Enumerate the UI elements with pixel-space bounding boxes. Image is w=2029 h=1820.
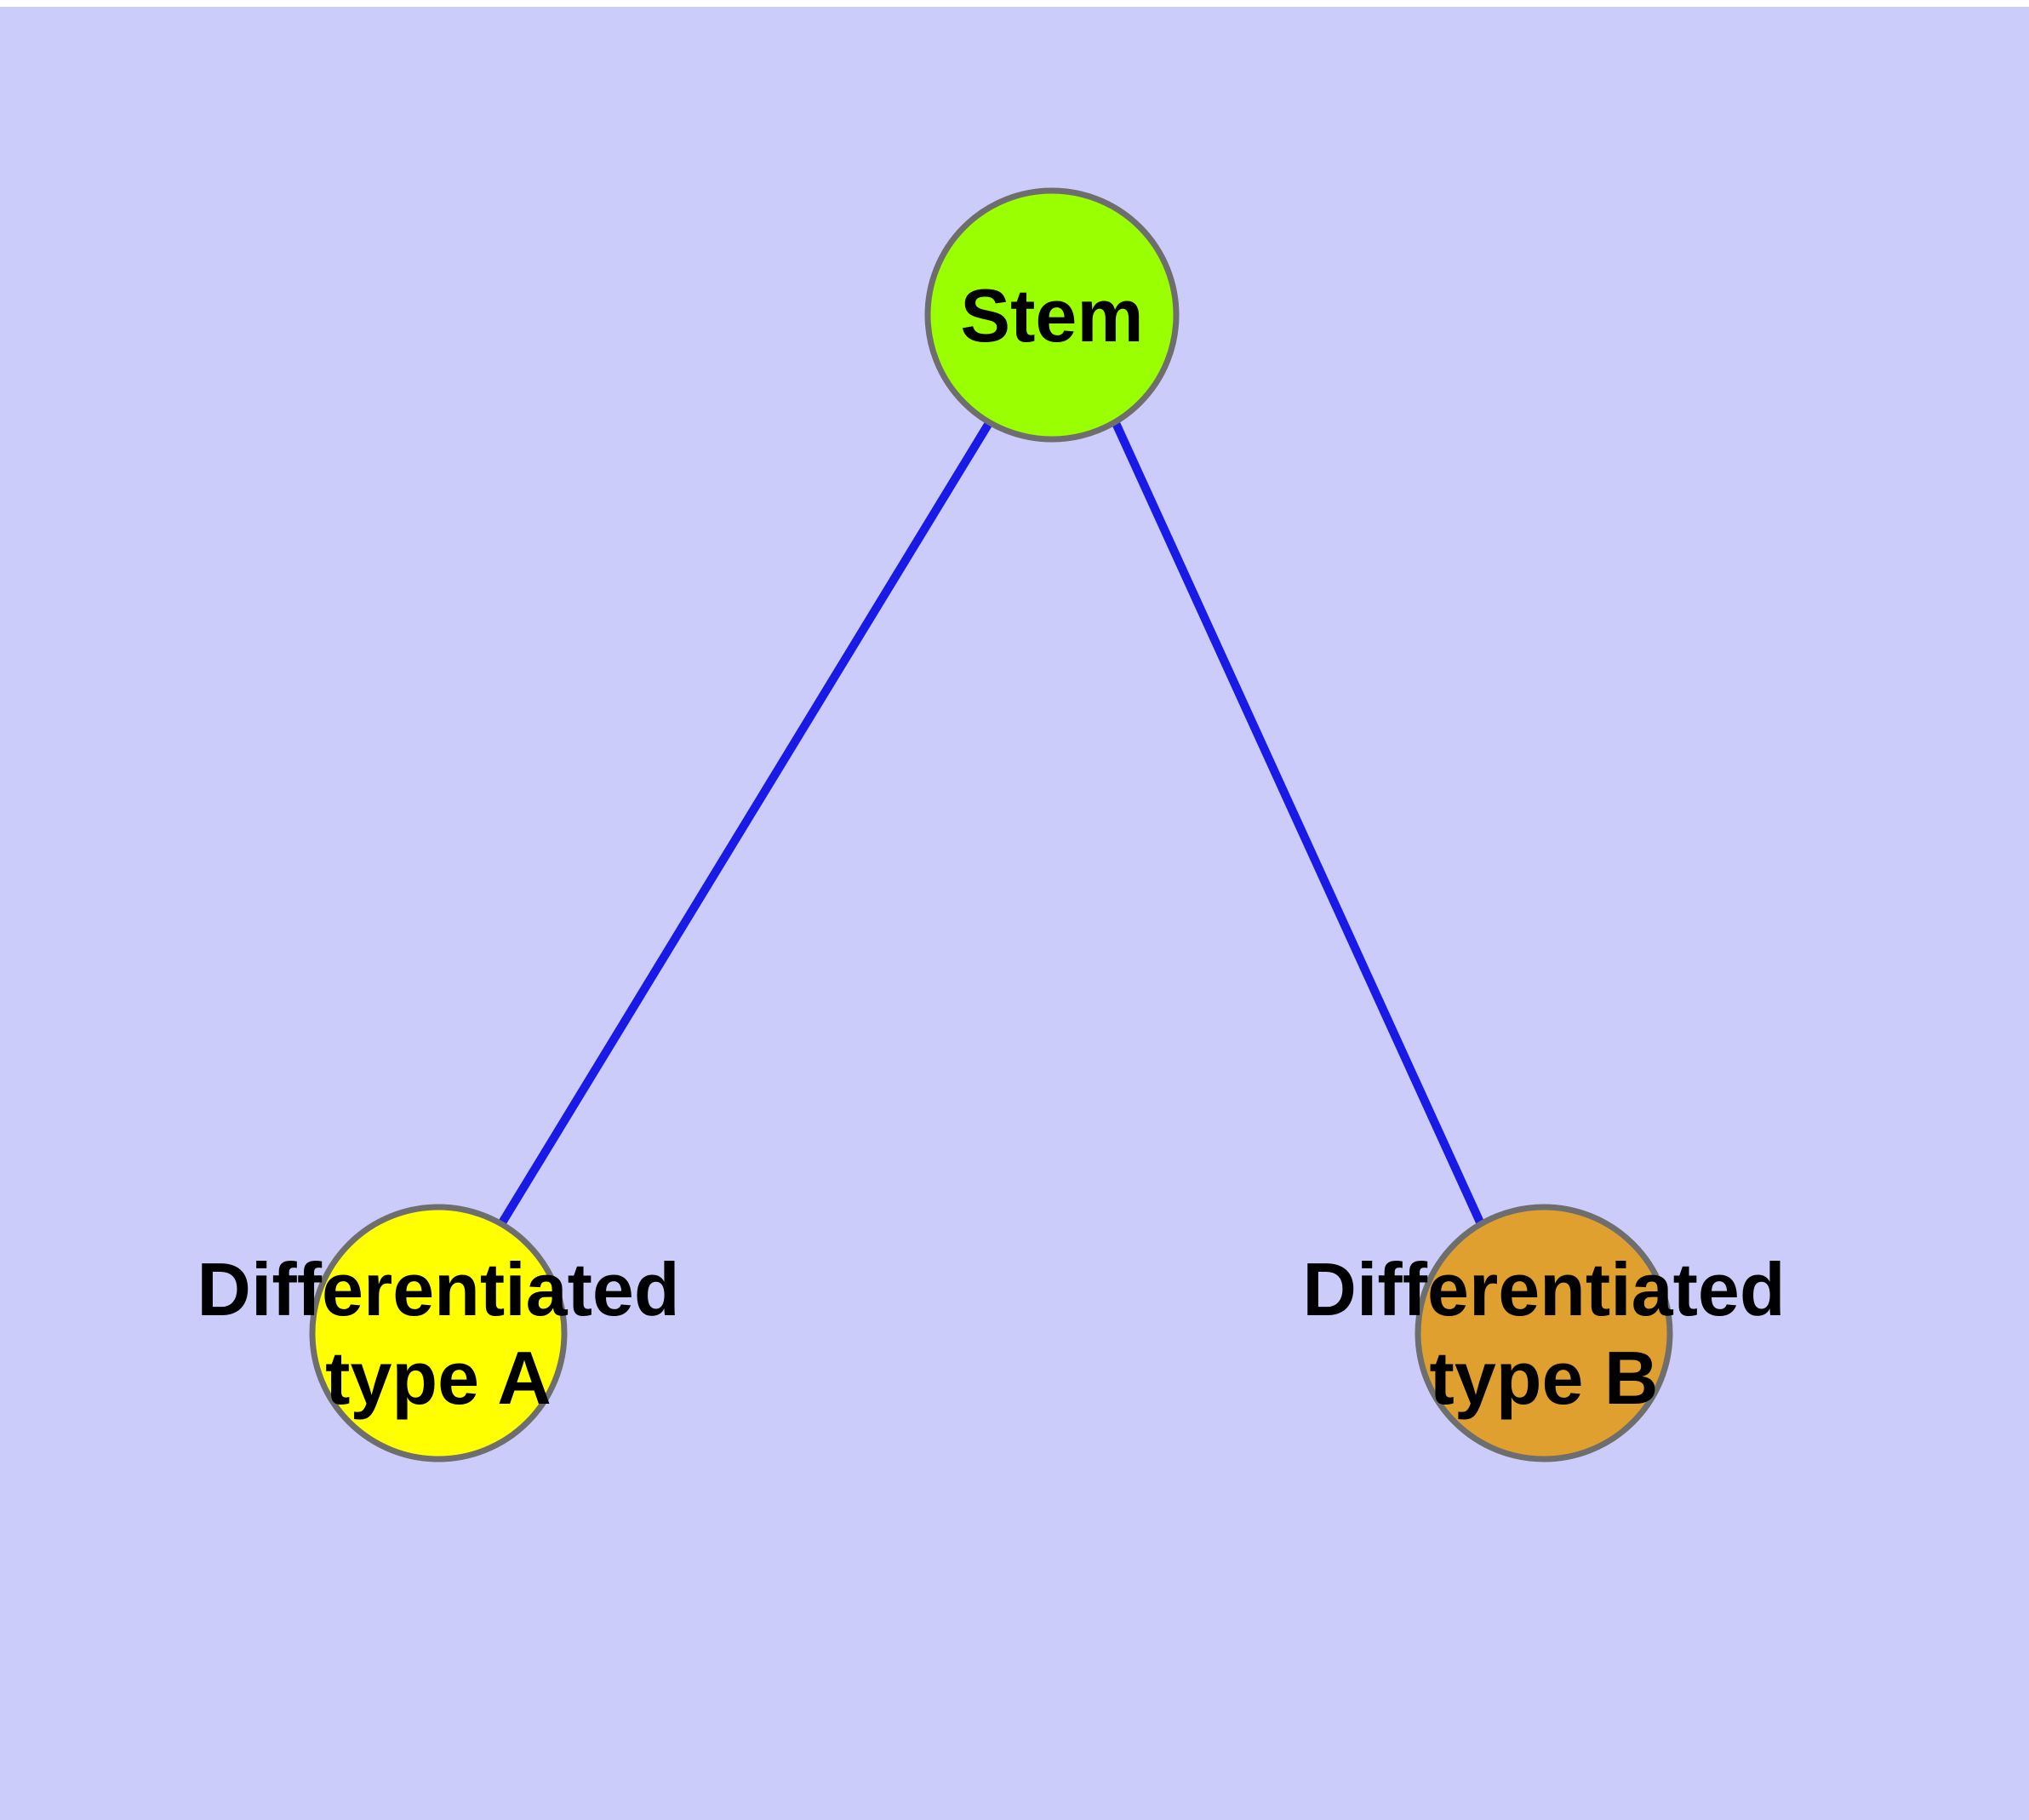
label-layer: Stem Differentiated type A Differentiate… xyxy=(197,273,1785,1420)
node-layer xyxy=(309,187,1673,1462)
node-differentiated-type-a[interactable] xyxy=(309,1204,568,1462)
node-differentiated-type-b[interactable] xyxy=(1415,1204,1673,1462)
node-label-stem: Stem xyxy=(960,273,1143,358)
top-margin-strip xyxy=(0,0,2029,7)
node-stem[interactable] xyxy=(924,187,1180,443)
node-label-type-b-line2: type B xyxy=(1430,1336,1659,1420)
edge-stem-to-type-a[interactable] xyxy=(497,419,993,1228)
node-label-type-b-line1: Differentiated xyxy=(1302,1247,1785,1331)
node-label-type-a-line2: type A xyxy=(325,1336,552,1420)
edge-layer xyxy=(497,419,1485,1228)
node-label-type-a-line1: Differentiated xyxy=(197,1247,679,1331)
edge-stem-to-type-b[interactable] xyxy=(1112,419,1485,1228)
